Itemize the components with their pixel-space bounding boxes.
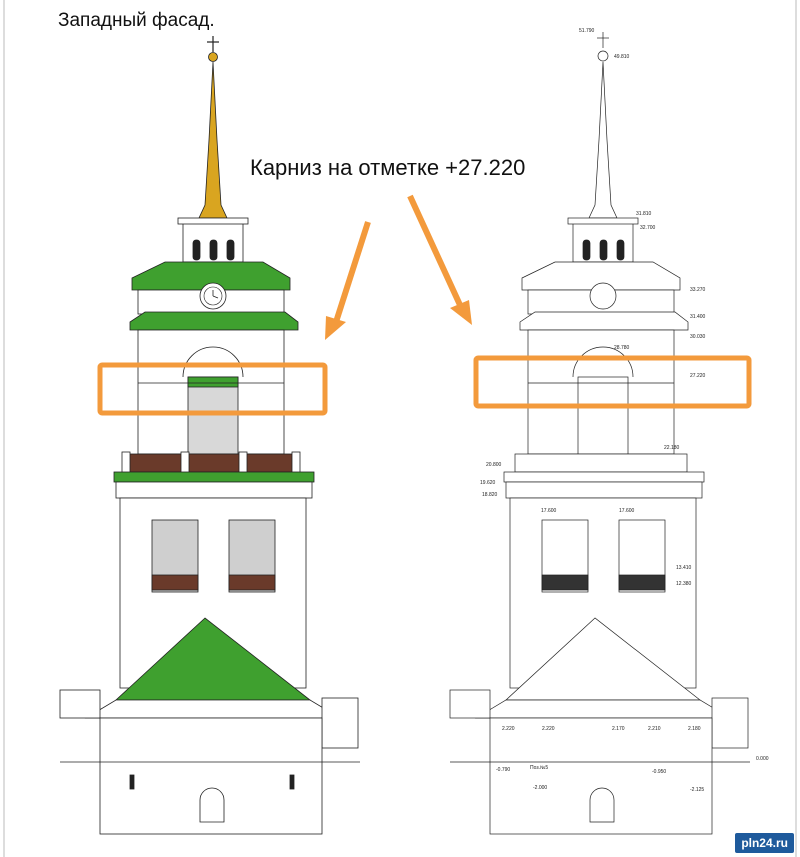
arrow-icon: [407, 194, 472, 325]
elevation-label: 22.180: [664, 445, 680, 451]
spire: [198, 61, 228, 219]
elevation-label: 2.220: [542, 726, 555, 732]
highlight-box-left: [97, 362, 328, 416]
elevation-label: 2.210: [648, 726, 661, 732]
elevation-label: 33.270: [690, 287, 706, 293]
wall-left: [59, 689, 101, 719]
drawing-title: Западный фасад.: [58, 10, 215, 31]
elevation-label: 17.600: [541, 508, 557, 514]
elevation-label: 19.620: [480, 480, 496, 486]
elevation-label: 20.800: [486, 462, 502, 468]
arrow-icon: [325, 221, 371, 340]
cross-icon: [597, 32, 609, 48]
elevation-label: 17.600: [619, 508, 635, 514]
elevation-label: 28.780: [614, 345, 630, 351]
elevation-label: 51.790: [579, 28, 595, 34]
elevation-label: 27.220: [690, 373, 706, 379]
highlight-box-right: [473, 355, 752, 409]
right-facade: [449, 32, 750, 835]
clock-icon: [199, 282, 227, 310]
clock-cornice: [129, 311, 299, 331]
elevation-label: 2.220: [502, 726, 515, 732]
elevation-label: 18.820: [482, 492, 498, 498]
elevation-label: -0.790: [496, 767, 510, 773]
elevation-label: 32.700: [640, 225, 656, 231]
elevation-label: 0.000: [756, 756, 769, 762]
elevation-label: -2.125: [690, 787, 704, 793]
wall-right: [321, 697, 359, 749]
cornice-annotation: Карниз на отметке +27.220: [250, 155, 526, 180]
watermark: pln24.ru: [735, 833, 794, 853]
left-facade: [59, 36, 360, 835]
elevation-label: 2.180: [688, 726, 701, 732]
railing: [124, 453, 298, 473]
base-door: [199, 787, 225, 823]
spire-ball: [208, 52, 218, 62]
elevation-label: -2.000: [533, 785, 547, 791]
upper-roof: [131, 261, 291, 291]
elevation-label: 31.400: [690, 314, 706, 320]
eave: [84, 699, 342, 719]
cross-icon: [207, 36, 219, 52]
elevation-label: 2.170: [612, 726, 625, 732]
elevation-label: -0.950: [652, 769, 666, 775]
elevation-label: 12.380: [676, 581, 692, 587]
elevation-label: 13.410: [676, 565, 692, 571]
spire-outline: [588, 61, 618, 219]
elevation-labels: 51.790 49.810 31.810 32.700 33.270 31.40…: [480, 28, 769, 793]
elevation-label: 30.030: [690, 334, 706, 340]
elevation-label: 31.810: [636, 211, 652, 217]
position-label: Поз.№5: [530, 765, 548, 771]
elevation-label: 49.810: [614, 54, 630, 60]
